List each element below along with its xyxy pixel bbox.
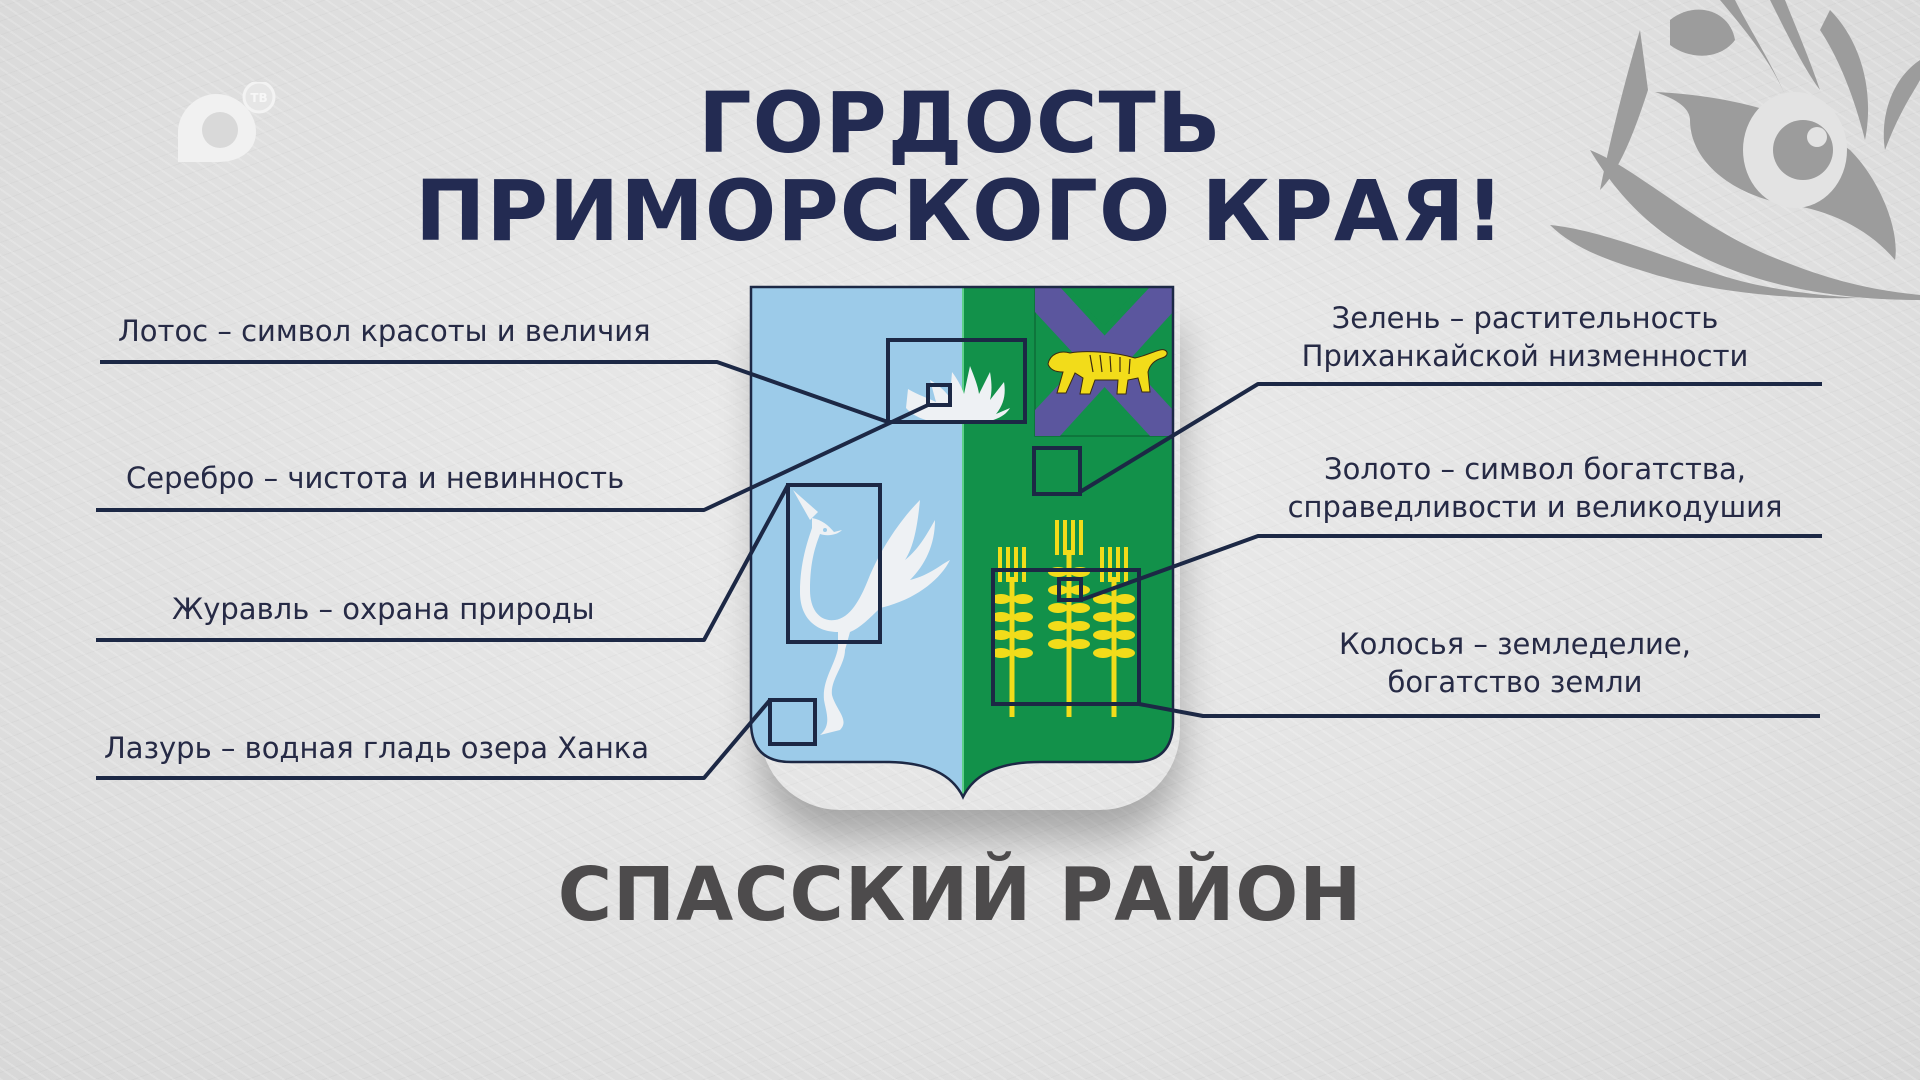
- legend-wheat-line1: Колосья – земледелие,: [1339, 627, 1691, 661]
- legend-gold: Золото – символ богатства, справедливост…: [1255, 450, 1815, 526]
- legend-gold-line1: Золото – символ богатства,: [1324, 452, 1746, 486]
- legend-azure: Лазурь – водная гладь озера Ханка: [104, 731, 650, 765]
- callout-line-gold: [1080, 534, 1822, 602]
- legend-crane: Журавль – охрана природы: [172, 592, 595, 626]
- legend-lotus: Лотос – символ красоты и величия: [118, 314, 651, 348]
- crane-highlight-box: [786, 483, 882, 644]
- lotus-icon: [906, 366, 1010, 424]
- tiger-icon: [1047, 349, 1168, 395]
- page-title-line1: ГОРДОСТЬ: [698, 74, 1222, 172]
- gold-highlight-box: [1057, 577, 1083, 602]
- legend-wheat-line2: богатство земли: [1387, 665, 1643, 699]
- callout-line-crane: [96, 484, 790, 642]
- green-highlight-box: [1032, 446, 1082, 496]
- wheat-highlight-box: [991, 568, 1141, 706]
- lotus-highlight-box: [886, 338, 1027, 424]
- legend-silver: Серебро – чистота и невинность: [126, 461, 625, 495]
- callout-line-wheat: [1138, 702, 1820, 718]
- legend-wheat: Колосья – земледелие, богатство земли: [1280, 625, 1750, 701]
- legend-green-line1: Зелень – растительность: [1331, 301, 1719, 335]
- callout-line-azure: [96, 698, 772, 780]
- crane-icon: [793, 490, 950, 735]
- callout-line-silver: [96, 403, 929, 512]
- legend-gold-line2: справедливости и великодушия: [1287, 490, 1783, 524]
- logo-badge: ТВ: [250, 91, 267, 105]
- shield-outline: [749, 285, 1175, 800]
- channel-logo-icon: ТВ: [178, 82, 276, 162]
- legend-green: Зелень – растительность Приханкайской ни…: [1260, 299, 1790, 375]
- azure-field: [751, 287, 963, 797]
- silver-highlight-box: [926, 383, 952, 407]
- page-title-line2: ПРИМОРСКОГО КРАЯ!: [415, 162, 1505, 260]
- azure-highlight-box: [768, 698, 817, 746]
- tiger-canton: [1034, 287, 1173, 437]
- tiger-eye-decoration-icon: [1550, 0, 1920, 300]
- district-name: СПАССКИЙ РАЙОН: [557, 852, 1363, 938]
- callout-line-lotus: [100, 360, 889, 424]
- legend-green-line2: Приханкайской низменности: [1301, 339, 1749, 373]
- callout-line-green: [1078, 382, 1822, 494]
